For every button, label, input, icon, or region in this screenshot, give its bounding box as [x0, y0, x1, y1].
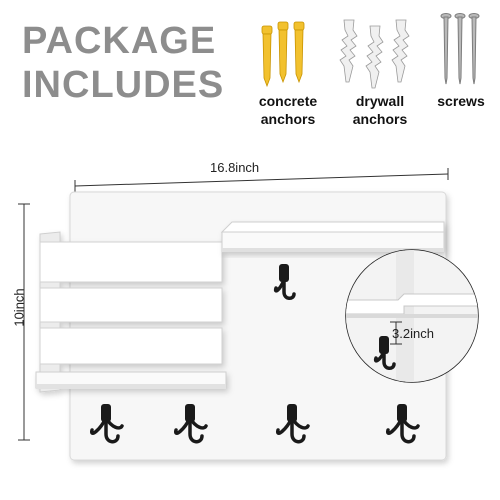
- top-shelf: [220, 221, 445, 253]
- screws-label: screws: [437, 93, 485, 109]
- width-dimension-line: [74, 168, 449, 192]
- drywall-anchor-icon: [339, 19, 410, 89]
- width-dimension-label: 16.8inch: [210, 160, 260, 175]
- package-title-line2: INCLUDES: [22, 64, 225, 106]
- height-dimension-label: 10inch: [11, 288, 27, 327]
- height-dimension-line: [18, 203, 30, 441]
- hook-icon: [386, 404, 420, 444]
- package-title-line1: PACKAGE: [22, 20, 217, 62]
- zoom-inset: [345, 249, 479, 383]
- hook-icon: [276, 404, 310, 444]
- mail-holder: [35, 231, 227, 393]
- depth-dimension-label: 3.2inch: [392, 326, 434, 341]
- screw-icon: [440, 13, 480, 85]
- hook-icon: [90, 404, 124, 444]
- hook-icon: [273, 264, 296, 300]
- concrete-anchor-icon: [261, 21, 305, 88]
- hook-icon: [174, 404, 208, 444]
